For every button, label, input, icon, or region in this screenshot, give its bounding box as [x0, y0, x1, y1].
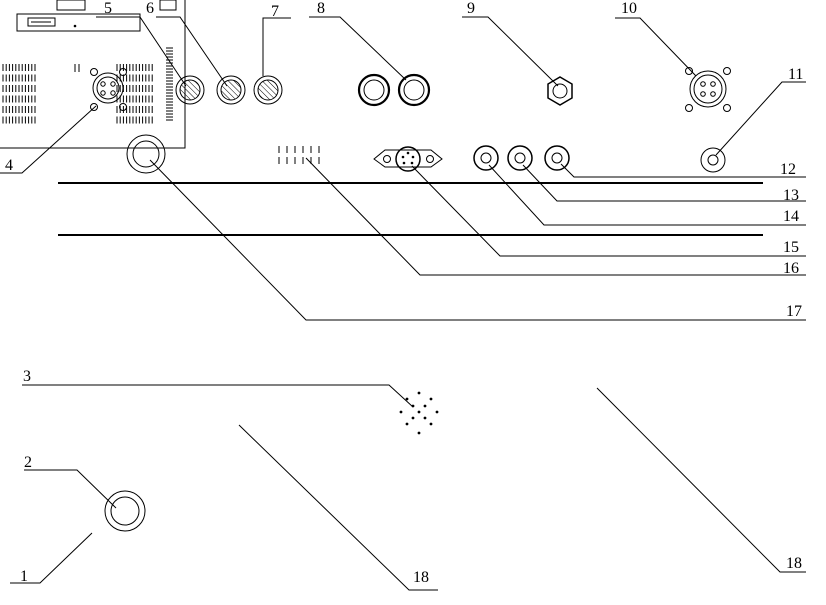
leader-lines	[0, 16, 806, 591]
callout-labels: 1 2 3 4 5 6 7 8 9 10 11 12 13 14 15 16 1…	[5, 0, 803, 586]
callout-1: 1	[20, 568, 28, 585]
hatched-knob-7	[253, 75, 283, 105]
small-vent	[74, 64, 80, 72]
twin-socket-8	[357, 73, 431, 107]
callout-4: 4	[5, 157, 13, 174]
speaker-holes-3	[399, 391, 439, 435]
callout-3: 3	[23, 368, 31, 385]
callout-11: 11	[788, 66, 803, 83]
callout-9: 9	[467, 0, 475, 17]
callout-15: 15	[783, 239, 799, 256]
callout-6: 6	[146, 0, 154, 17]
jack-14	[473, 145, 499, 171]
hatched-knob-6	[216, 75, 246, 105]
callout-18-left: 18	[413, 569, 429, 586]
round-button-2	[104, 490, 146, 532]
hatched-knob-5	[175, 75, 205, 105]
jack-11	[700, 147, 726, 173]
callout-2: 2	[24, 454, 32, 471]
grommet-17	[126, 134, 166, 174]
callout-18-right: 18	[786, 555, 802, 572]
vent-grille-left	[2, 64, 36, 124]
drive-led	[27, 17, 56, 27]
callout-10: 10	[621, 0, 637, 17]
callout-5: 5	[104, 0, 112, 17]
vent-slots-16	[278, 146, 320, 164]
callout-13: 13	[783, 187, 799, 204]
callout-7: 7	[271, 3, 279, 20]
callout-17: 17	[786, 303, 802, 320]
callout-8: 8	[317, 0, 325, 17]
callout-14: 14	[783, 208, 799, 225]
jack-13	[507, 145, 533, 171]
drive-slot	[16, 13, 141, 32]
hex-connector-9	[547, 76, 573, 106]
four-pin-connector-10	[685, 67, 731, 112]
callout-12: 12	[780, 161, 796, 178]
din-connector-15	[373, 146, 443, 172]
rear-panel-module	[0, 0, 186, 149]
vent-grille-right	[166, 47, 173, 121]
power-socket	[90, 68, 127, 111]
callout-16: 16	[783, 260, 799, 277]
jack-12	[544, 145, 570, 171]
